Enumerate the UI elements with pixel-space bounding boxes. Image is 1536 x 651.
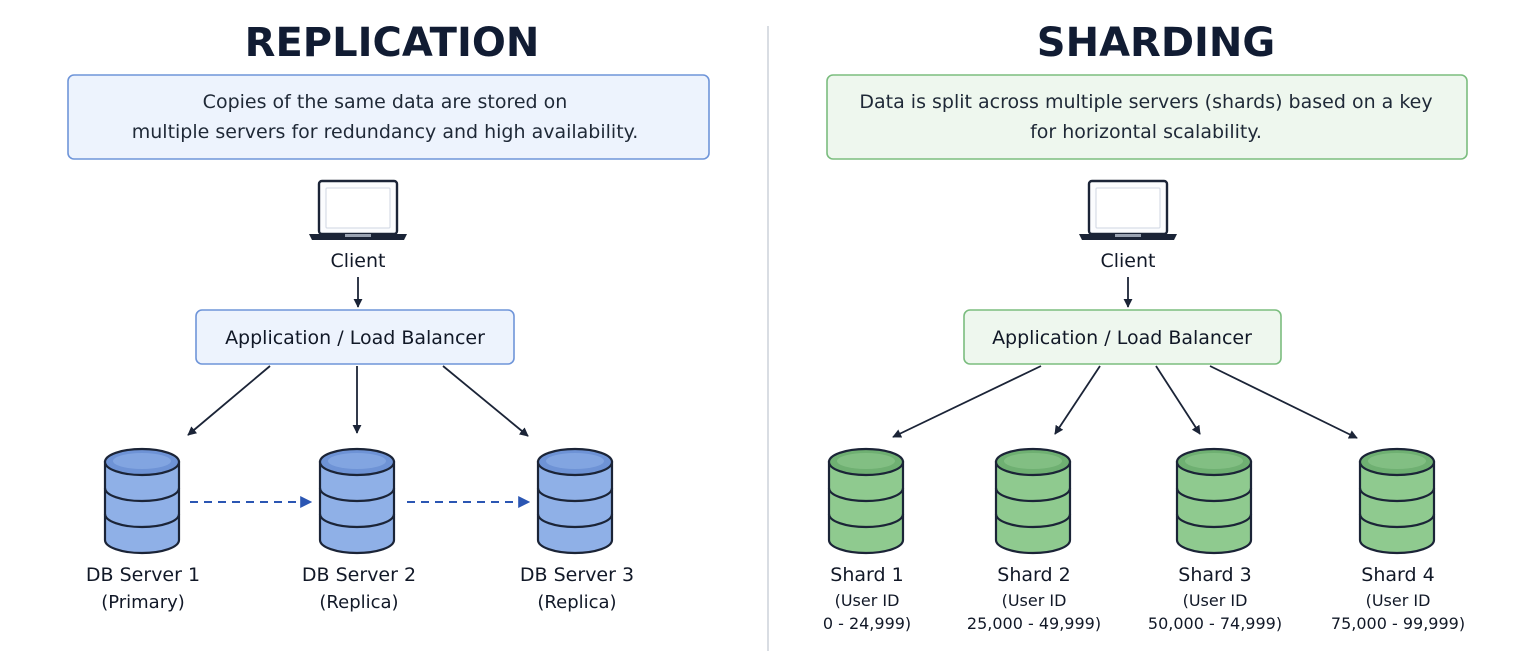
database-icon: [827, 447, 905, 555]
database-highlight: [837, 453, 895, 469]
database-band: [827, 487, 905, 503]
sharding-arrow-shard-1: [892, 365, 1042, 438]
shard-3-name: Shard 3: [1178, 564, 1251, 586]
database-band: [536, 487, 614, 503]
replication-description-box: [67, 74, 710, 160]
database-body: [1358, 460, 1436, 555]
shard-3-key-label: (User ID: [1183, 591, 1248, 610]
shard-1-key-label: (User ID: [835, 591, 900, 610]
replication-description-line2: multiple servers for redundancy and high…: [132, 121, 638, 143]
database-body: [536, 460, 614, 555]
shard-4-key-label: (User ID: [1366, 591, 1431, 610]
replication-arrow-server-3: [442, 365, 529, 437]
shard-3-range: 50,000 - 74,999): [1148, 614, 1282, 633]
sharding-load-balancer: [963, 309, 1282, 365]
database-band: [1175, 487, 1253, 503]
sharding-arrow-shard-4: [1209, 365, 1358, 439]
database-band: [1175, 513, 1253, 529]
db-server-1-name: DB Server 1: [86, 564, 200, 586]
sharding-title: SHARDING: [1037, 20, 1275, 66]
replication-client-label: Client: [330, 250, 385, 272]
database-body: [827, 460, 905, 555]
db-server-2-role: (Replica): [319, 592, 398, 613]
database-body: [318, 460, 396, 555]
laptop-icon: [1079, 179, 1177, 240]
database-band: [994, 513, 1072, 529]
database-band: [103, 487, 181, 503]
db-server-3-name: DB Server 3: [520, 564, 634, 586]
replication-section: REPLICATION Copies of the same data are …: [67, 20, 710, 613]
database-icon: [318, 447, 396, 555]
database-icon: [994, 447, 1072, 555]
shard-1-name: Shard 1: [830, 564, 903, 586]
database-band: [318, 487, 396, 503]
database-band: [1358, 487, 1436, 503]
db-server-2-name: DB Server 2: [302, 564, 416, 586]
database-body: [994, 460, 1072, 555]
sharding-arrow-shard-3: [1155, 365, 1201, 435]
database-highlight: [328, 453, 386, 469]
database-highlight: [1185, 453, 1243, 469]
replication-load-balancer-label: Application / Load Balancer: [225, 327, 485, 349]
replication-description-line1: Copies of the same data are stored on: [203, 91, 568, 113]
database-band: [318, 513, 396, 529]
shard-2-key-label: (User ID: [1002, 591, 1067, 610]
database-body: [103, 460, 181, 555]
database-band: [1358, 513, 1436, 529]
database-highlight: [1368, 453, 1426, 469]
database-body: [1175, 460, 1253, 555]
replication-title: REPLICATION: [245, 20, 540, 66]
laptop-icon: [309, 179, 407, 240]
shard-4-name: Shard 4: [1361, 564, 1434, 586]
shard-2-name: Shard 2: [997, 564, 1070, 586]
sharding-client-label: Client: [1100, 250, 1155, 272]
database-highlight: [1004, 453, 1062, 469]
database-band: [103, 513, 181, 529]
database-band: [994, 487, 1072, 503]
sharding-description-box: [826, 74, 1468, 160]
database-icon: [536, 447, 614, 555]
database-highlight: [546, 453, 604, 469]
replication-load-balancer: [195, 309, 515, 365]
sharding-load-balancer-label: Application / Load Balancer: [992, 327, 1252, 349]
db-server-1-role: (Primary): [101, 592, 185, 613]
database-icon: [103, 447, 181, 555]
sharding-description-line1: Data is split across multiple servers (s…: [859, 91, 1432, 113]
database-band: [536, 513, 614, 529]
db-server-3-role: (Replica): [537, 592, 616, 613]
database-band: [827, 513, 905, 529]
sharding-description-line2: for horizontal scalability.: [1030, 121, 1262, 143]
sharding-arrow-shard-2: [1054, 365, 1101, 435]
database-icon: [1175, 447, 1253, 555]
sharding-section: SHARDING Data is split across multiple s…: [823, 20, 1468, 633]
replication-arrow-server-1: [187, 365, 271, 436]
database-icon: [1358, 447, 1436, 555]
shard-1-range: 0 - 24,999): [823, 614, 911, 633]
database-highlight: [113, 453, 171, 469]
shard-2-range: 25,000 - 49,999): [967, 614, 1101, 633]
shard-4-range: 75,000 - 99,999): [1331, 614, 1465, 633]
